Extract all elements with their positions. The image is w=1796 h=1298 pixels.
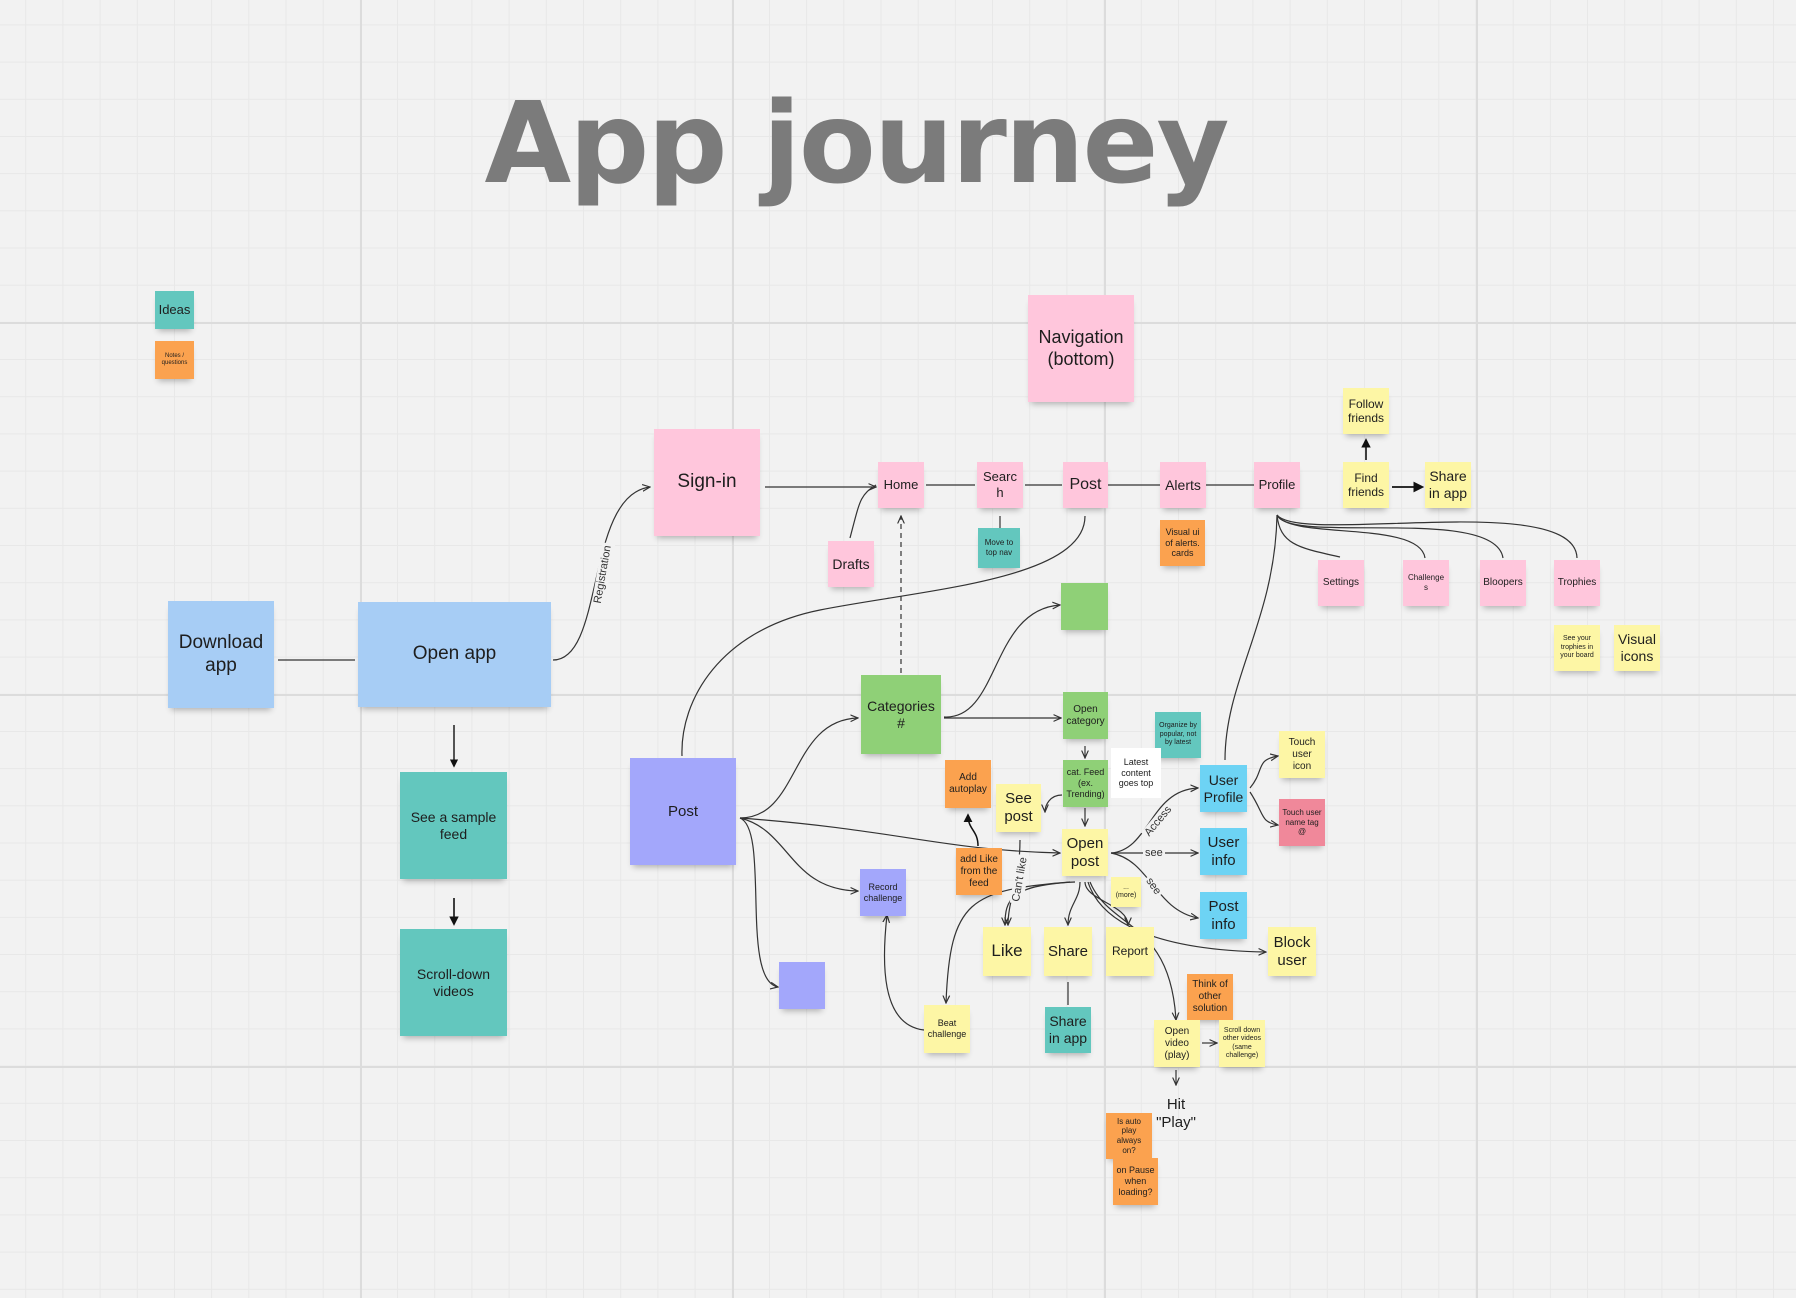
note-cat-feed[interactable]: cat. Feed (ex. Trending)	[1063, 760, 1108, 807]
connector-profile-userprofile	[1224, 514, 1278, 761]
connector-postmain-categories	[739, 718, 858, 819]
note-latest-content[interactable]: Latest content goes top	[1111, 748, 1161, 798]
connector-navpost-postmain	[681, 515, 1086, 757]
note-user-info[interactable]: User info	[1200, 828, 1247, 875]
note-report[interactable]: Report	[1106, 927, 1154, 976]
connector-userprofile-touchname	[1249, 791, 1278, 825]
note-share[interactable]: Share	[1044, 927, 1092, 976]
note-settings[interactable]: Settings	[1318, 560, 1364, 606]
connector-profile-bloopers	[1276, 514, 1504, 559]
note-post-nav[interactable]: Post	[1063, 462, 1108, 508]
note-post-info[interactable]: Post info	[1200, 892, 1247, 939]
note-alerts[interactable]: Alerts	[1160, 462, 1206, 508]
note-visual-icons[interactable]: Visual icons	[1614, 625, 1660, 671]
note-add-autoplay[interactable]: Add autoplay	[945, 760, 991, 808]
connector-openpost-share	[1068, 881, 1081, 925]
note-share-in-app-top[interactable]: Share in app	[1425, 462, 1471, 508]
connector-addlike-autoplay	[963, 813, 979, 847]
note-like[interactable]: Like	[983, 927, 1031, 976]
connector-label-see: see	[1143, 847, 1165, 861]
note-trophies[interactable]: Trophies	[1554, 560, 1600, 606]
note-hit-play[interactable]: Hit "Play"	[1156, 1096, 1196, 1131]
note-profile[interactable]: Profile	[1254, 462, 1300, 508]
note-categories[interactable]: Categories #	[861, 675, 941, 754]
note-follow-friends[interactable]: Follow friends	[1343, 388, 1389, 434]
connector-drafts-home	[849, 484, 877, 539]
note-drafts[interactable]: Drafts	[828, 541, 874, 587]
note-sign-in[interactable]: Sign-in	[654, 429, 760, 536]
note-open-category[interactable]: Open category	[1063, 692, 1108, 739]
note-alerts-visual[interactable]: Visual ui of alerts. cards	[1160, 520, 1205, 566]
note-move-top-nav[interactable]: Move to top nav	[978, 528, 1020, 568]
connector-postmain-openpost	[739, 817, 1060, 853]
note-sample-feed[interactable]: See a sample feed	[400, 772, 507, 879]
note-find-friends[interactable]: Find friends	[1343, 462, 1389, 508]
legend-ideas[interactable]: Ideas	[155, 291, 194, 329]
connector-categories-green	[943, 605, 1060, 718]
note-block-user[interactable]: Block user	[1268, 927, 1316, 976]
note-add-like[interactable]: add Like from the feed	[956, 848, 1002, 895]
note-scroll-videos[interactable]: Scroll-down videos	[400, 929, 507, 1036]
note-download-app[interactable]: Download app	[168, 601, 274, 708]
connector-openpost-report	[1084, 881, 1128, 925]
connector-profile-challenges	[1276, 514, 1426, 559]
note-purple-empty[interactable]	[779, 962, 825, 1009]
connector-openpost-beat	[946, 881, 1071, 1003]
connector-catfeed-seepost	[1045, 794, 1063, 812]
note-beat-challenge[interactable]: Beat challenge	[924, 1005, 970, 1053]
connector-profile-settings	[1276, 514, 1341, 558]
note-navigation[interactable]: Navigation (bottom)	[1028, 295, 1134, 402]
note-organize-popular[interactable]: Organize by popular, not by latest	[1155, 712, 1201, 758]
note-see-post[interactable]: See post	[996, 784, 1041, 832]
legend-notes[interactable]: Notes / questions	[155, 341, 194, 379]
note-pause-question[interactable]: on Pause when loading?	[1113, 1158, 1158, 1205]
note-see-trophies[interactable]: See your trophies in your board	[1554, 625, 1600, 671]
note-open-app[interactable]: Open app	[358, 602, 551, 707]
note-think-other[interactable]: Think of other solution	[1187, 974, 1233, 1020]
board-title: App journey	[484, 79, 1229, 209]
note-more[interactable]: ... (more)	[1111, 877, 1141, 907]
connector-userprofile-touchicon	[1249, 756, 1278, 789]
note-post-main[interactable]: Post	[630, 758, 736, 865]
connector-postmain-record	[739, 817, 858, 891]
note-autoplay-question[interactable]: Is auto play always on?	[1106, 1113, 1152, 1159]
note-touch-icon[interactable]: Touch user icon	[1279, 731, 1325, 778]
note-bloopers[interactable]: Bloopers	[1480, 560, 1526, 606]
note-home[interactable]: Home	[878, 462, 924, 508]
note-touch-name[interactable]: Touch user name tag @	[1279, 799, 1325, 846]
note-challenges[interactable]: Challenges	[1403, 560, 1449, 606]
note-search[interactable]: Search	[977, 462, 1023, 508]
note-green-empty[interactable]	[1061, 583, 1108, 630]
note-user-profile[interactable]: User Profile	[1200, 765, 1247, 812]
note-open-video[interactable]: Open video (play)	[1154, 1020, 1200, 1067]
note-open-post[interactable]: Open post	[1062, 829, 1108, 876]
connector-profile-trophies	[1276, 514, 1578, 559]
note-share-in-app[interactable]: Share in app	[1045, 1007, 1091, 1053]
note-scroll-other[interactable]: Scroll down other videos (same challenge…	[1219, 1020, 1265, 1067]
connector-beat-record	[884, 915, 925, 1031]
note-record-challenge[interactable]: Record challenge	[860, 869, 906, 916]
connector-postmain-purpleempty	[739, 817, 778, 987]
